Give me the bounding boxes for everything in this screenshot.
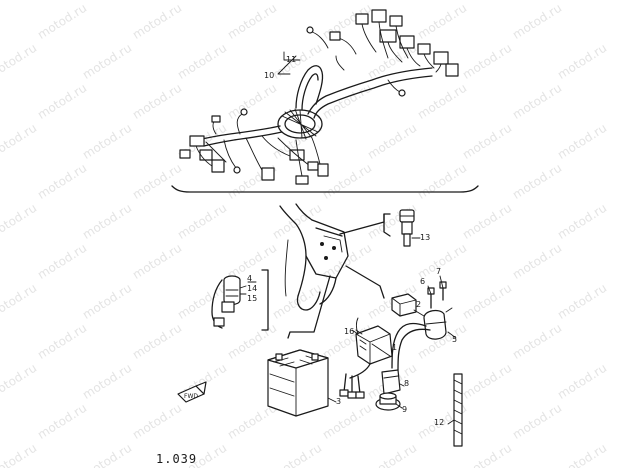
page-number: 1.039	[156, 452, 198, 466]
part-2-relay	[391, 293, 417, 317]
callout-2: 2	[416, 300, 421, 309]
callout-16: 16	[344, 327, 354, 336]
part-14-15	[211, 275, 247, 329]
callout-11: 11	[286, 55, 296, 64]
callout-4: 4	[247, 274, 252, 283]
callout-7: 7	[436, 267, 441, 276]
bracket-14-15	[261, 269, 269, 331]
callout-6: 6	[420, 277, 425, 286]
callout-10: 10	[264, 71, 274, 80]
part-3-battery	[267, 349, 329, 417]
harness-bracket	[171, 185, 479, 193]
callout-13: 13	[420, 233, 430, 242]
bracket-right	[345, 265, 385, 299]
callout-12: 12	[434, 418, 444, 427]
callout-15: 15	[247, 294, 257, 303]
callout-leaders	[247, 237, 457, 425]
callout-numbers: 1 2 3 4 5 6 7 8 9 10 11 12 13 14 15 16	[247, 55, 457, 427]
bracket-13	[339, 213, 391, 235]
part-13-plug	[399, 209, 415, 247]
part-9-boot	[375, 392, 401, 411]
bracket-battery	[287, 275, 331, 339]
fwd-label: FWD	[184, 393, 198, 400]
bracket-13b	[383, 213, 391, 237]
callout-5: 5	[452, 335, 457, 344]
part-8-plug-cap	[381, 369, 401, 395]
callout-9: 9	[402, 405, 407, 414]
part-7-bolt	[439, 281, 447, 301]
fwd-arrow-icon: FWD	[177, 381, 207, 403]
callout-14: 14	[247, 284, 257, 293]
callout-3: 3	[336, 397, 341, 406]
part-6-bolt	[427, 287, 435, 309]
part-5-coil	[391, 307, 453, 371]
wire-harness	[179, 9, 459, 185]
callout-1: 1	[392, 343, 397, 352]
leader-10-11	[277, 51, 301, 75]
callout-8: 8	[404, 379, 409, 388]
part-12-strap	[453, 373, 463, 447]
frame-section	[279, 203, 349, 311]
